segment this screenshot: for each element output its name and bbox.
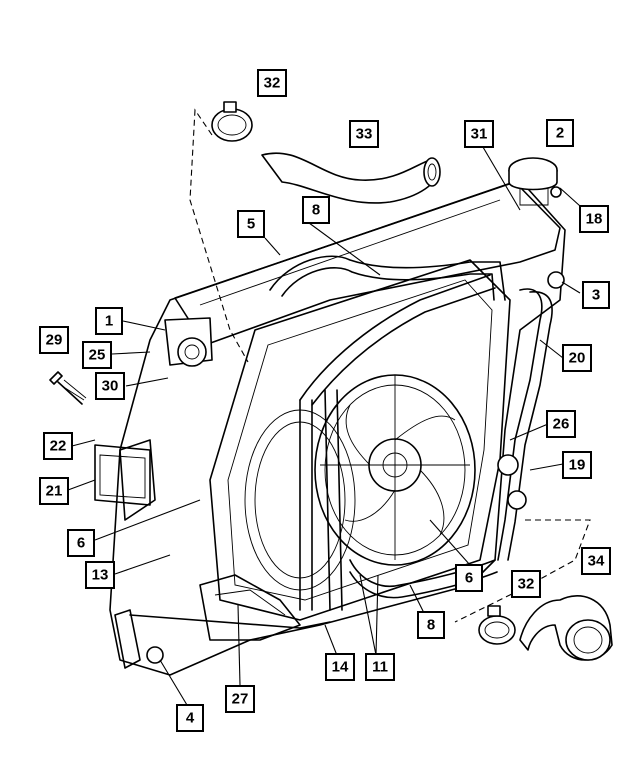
callout-label: 1	[105, 313, 113, 330]
callout-32[interactable]: 32	[511, 570, 541, 598]
radiator-fan-artwork	[49, 179, 566, 676]
callout-18[interactable]: 18	[579, 205, 609, 233]
callout-34[interactable]: 34	[581, 547, 611, 575]
callout-11[interactable]: 11	[365, 653, 395, 681]
callout-6[interactable]: 6	[67, 529, 95, 557]
callout-label: 22	[50, 438, 67, 455]
callout-20[interactable]: 20	[562, 344, 592, 372]
callout-label: 21	[46, 483, 63, 500]
clamp-dashed-leader-bottom	[454, 519, 591, 623]
callout-21[interactable]: 21	[39, 477, 69, 505]
callout-2[interactable]: 2	[546, 119, 574, 147]
callout-label: 26	[553, 416, 570, 433]
callout-32[interactable]: 32	[257, 69, 287, 97]
callout-label: 8	[427, 617, 435, 634]
callout-13[interactable]: 13	[85, 561, 115, 589]
callout-label: 18	[586, 211, 603, 228]
callout-label: 5	[247, 216, 255, 233]
callout-label: 25	[89, 347, 106, 364]
callout-label: 27	[232, 691, 249, 708]
hose-clamp-top	[211, 101, 253, 142]
callout-27[interactable]: 27	[225, 685, 255, 713]
callout-29[interactable]: 29	[39, 326, 69, 354]
callout-1[interactable]: 1	[95, 307, 123, 335]
callout-31[interactable]: 31	[464, 120, 494, 148]
callout-3[interactable]: 3	[582, 281, 610, 309]
callout-label: 6	[77, 535, 85, 552]
callout-label: 19	[569, 457, 586, 474]
callout-label: 4	[186, 710, 195, 727]
callout-8[interactable]: 8	[417, 611, 445, 639]
callout-8[interactable]: 8	[302, 196, 330, 224]
leader-lines	[67, 141, 581, 706]
clamp-dashed-leader-top	[189, 108, 249, 363]
callout-label: 11	[372, 659, 388, 676]
callout-label: 32	[518, 576, 535, 593]
callout-label: 29	[46, 332, 63, 349]
callout-14[interactable]: 14	[325, 653, 355, 681]
callout-label: 13	[92, 567, 109, 584]
callout-label: 20	[569, 350, 586, 367]
callout-25[interactable]: 25	[82, 341, 112, 369]
callout-label: 8	[312, 202, 320, 219]
callout-4[interactable]: 4	[176, 704, 204, 732]
callout-label: 2	[556, 125, 564, 142]
callout-label: 31	[471, 126, 488, 143]
callout-5[interactable]: 5	[237, 210, 265, 238]
hose-clamp-bottom	[478, 605, 516, 645]
callout-label: 32	[264, 75, 281, 92]
pressure-cap	[508, 157, 562, 206]
callout-19[interactable]: 19	[562, 451, 592, 479]
callout-6[interactable]: 6	[455, 564, 483, 592]
callout-30[interactable]: 30	[95, 372, 125, 400]
callout-label: 3	[592, 287, 600, 304]
callout-26[interactable]: 26	[546, 410, 576, 438]
callout-label: 6	[465, 570, 473, 587]
callout-label: 30	[102, 378, 119, 395]
callout-label: 33	[356, 126, 373, 143]
lower-hose	[519, 595, 613, 661]
callout-label: 14	[332, 659, 349, 676]
callout-label: 34	[588, 553, 605, 570]
callout-22[interactable]: 22	[43, 432, 73, 460]
callouts: 32 33 31 2 18 5 8 3 1 29 25 20 30 26 22 …	[39, 69, 611, 732]
callout-33[interactable]: 33	[349, 120, 379, 148]
upper-hose	[261, 152, 441, 204]
